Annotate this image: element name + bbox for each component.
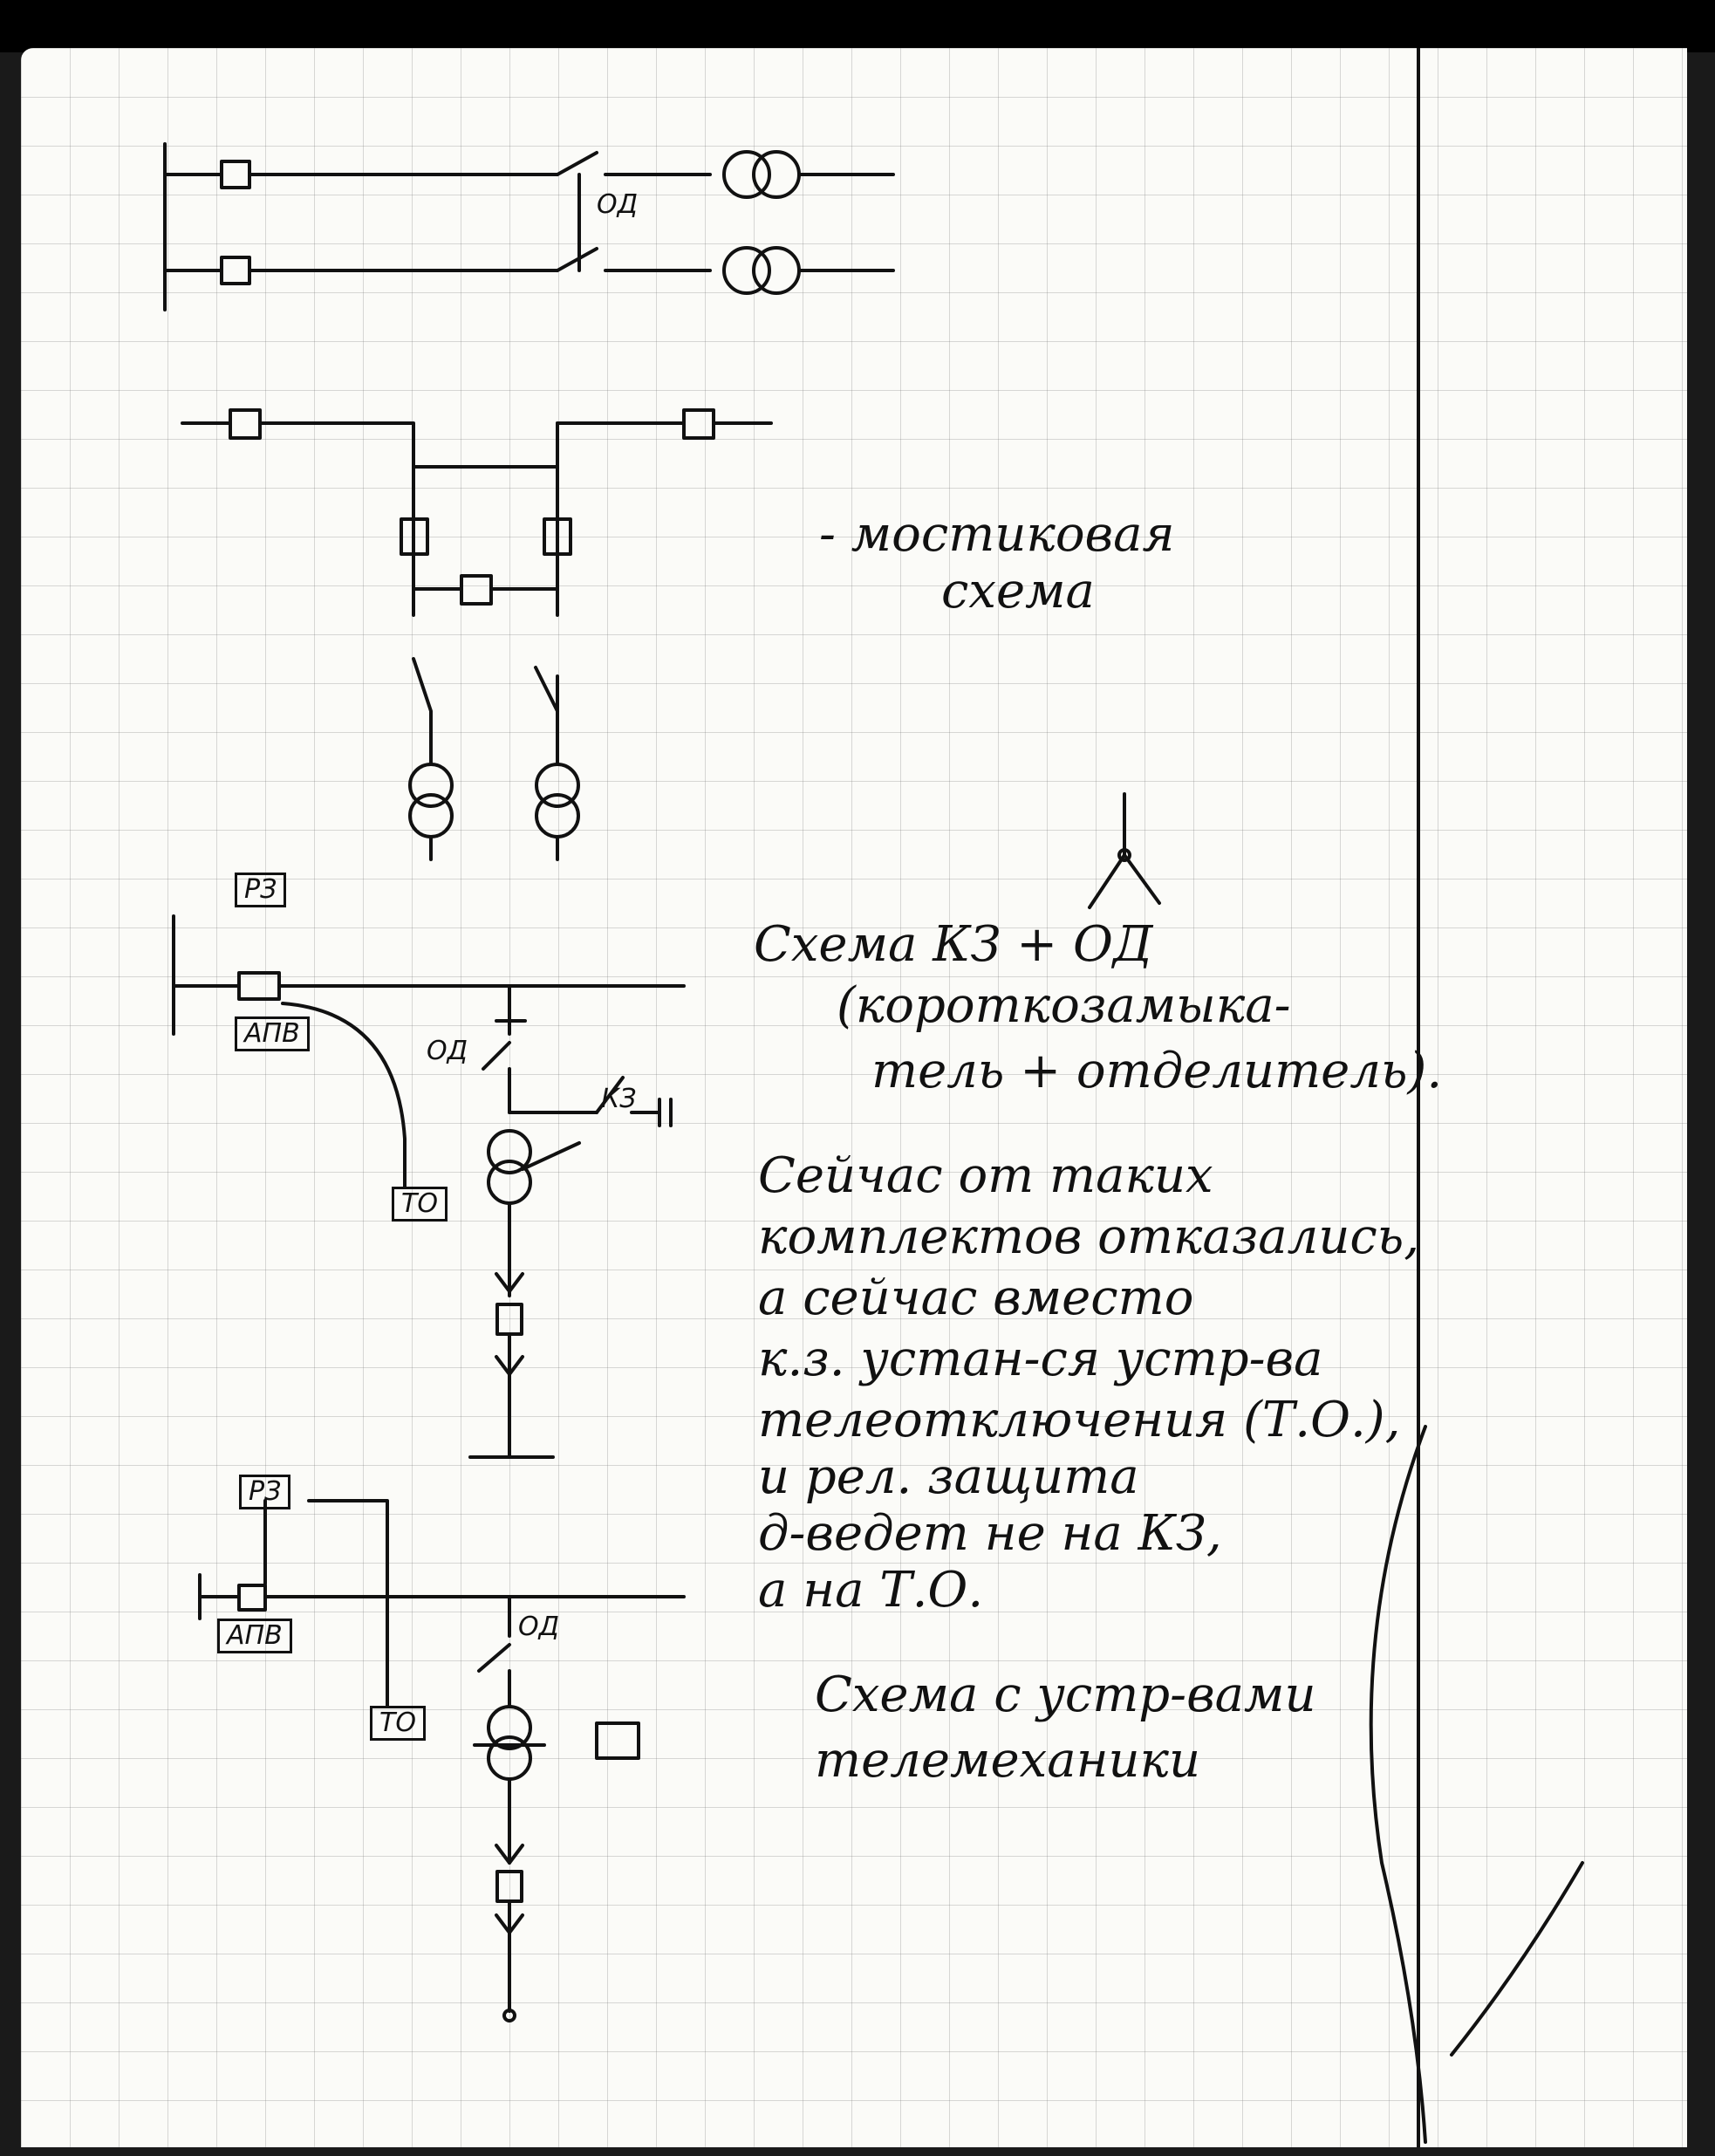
kz-scheme-note-2: тель + отделитель). [871, 1043, 1443, 1099]
body-line-5: телеотключения (Т.О.), [758, 1392, 1401, 1448]
body-line-8: а на Т.О. [758, 1562, 984, 1619]
page-margin-line [1417, 48, 1420, 2147]
disconnector-label-top: ОД [597, 189, 639, 220]
body-line-4: к.з. устан-ся устр-ва [758, 1331, 1323, 1387]
auto-reclose-label-2: АПВ [217, 1619, 292, 1653]
scheme-kz-od [172, 914, 686, 1459]
scan-top-border [0, 0, 1715, 52]
disconnector-label-bottom: ОД [518, 1612, 560, 1642]
body-line-3: а сейчас вместо [758, 1270, 1194, 1326]
body-line-6: и рел. защита [758, 1448, 1139, 1505]
body-line-7: д-ведет не на КЗ, [758, 1505, 1222, 1562]
telemechanics-note-2: телемеханики [815, 1732, 1201, 1789]
relay-protection-label-1: РЗ [235, 873, 287, 907]
auto-reclose-label-1: АПВ [235, 1016, 310, 1051]
kz-scheme-note-1: (короткозамыка- [837, 977, 1291, 1034]
body-line-2: комплектов отказались, [758, 1208, 1420, 1265]
teleoff-label-1: ТО [392, 1187, 448, 1222]
relay-protection-label-2: РЗ [239, 1475, 291, 1509]
star-connection-symbol [1088, 792, 1161, 909]
telemechanics-note-1: Схема с устр-вами [815, 1667, 1316, 1723]
bridge-scheme-label-2: схема [941, 563, 1095, 619]
body-line-1: Сейчас от таких [758, 1147, 1213, 1204]
notebook-page: - мостиковая схема Схема КЗ + ОД (коротк… [21, 48, 1687, 2147]
short-circuiter-label: КЗ [601, 1084, 637, 1114]
scheme-bridge [181, 408, 773, 861]
scheme-telemechanics [198, 1499, 686, 2023]
margin-curves [1369, 1425, 1584, 2144]
kz-scheme-title: Схема КЗ + ОД [754, 916, 1153, 973]
disconnector-label-mid: ОД [427, 1036, 468, 1066]
circuit-diagrams [163, 142, 1584, 2144]
bridge-scheme-label: - мостиковая [819, 506, 1175, 563]
teleoff-label-2: ТО [370, 1706, 426, 1741]
scheme-two-transformers [163, 142, 895, 311]
